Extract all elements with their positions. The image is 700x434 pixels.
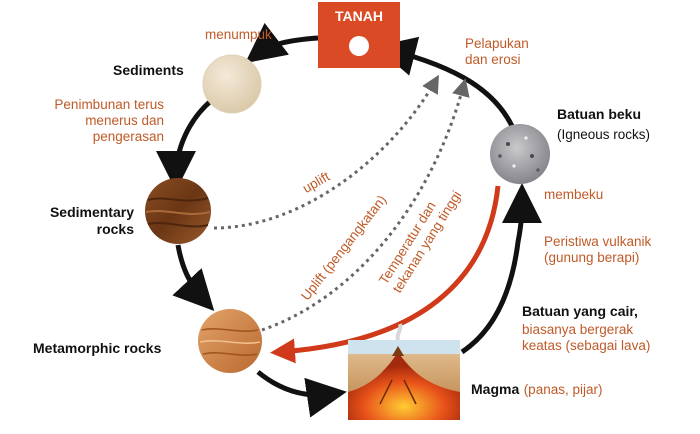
sedimentary-rocks-line1: Sedimentary (49, 204, 134, 220)
arrow-tanah-to-sediments (245, 22, 319, 64)
arrow-temperature-pressure (270, 185, 501, 364)
arrow-magma-to-igneous (460, 183, 542, 355)
sedimentary-rock-image (145, 178, 211, 244)
bergerak-keatas-label: biasanya bergerak keatas (sebagai lava) (522, 322, 650, 354)
arrow-igneous-to-tanah (375, 36, 515, 128)
magma-label: Magma (471, 381, 520, 397)
metamorphic-rock-image (198, 309, 262, 373)
sediments-label: Sediments (113, 62, 184, 78)
bergerak-line2: keatas (sebagai lava) (522, 337, 651, 353)
arrow-uplift-metamorphic (261, 78, 470, 332)
sedimentary-rocks-line2: rocks (96, 220, 134, 237)
penimbunan-label: Penimbunan terus menerus dan pengerasan (20, 97, 164, 145)
igneous-rocks-label: (Igneous rocks) (557, 127, 651, 142)
tanah-box: TANAH (318, 2, 400, 68)
arrow-uplift-sedimentary (213, 74, 439, 230)
menumpuk-label: menumpuk (205, 27, 272, 42)
peristiwa-line1: Peristiwa vulkanik (544, 234, 652, 249)
magma-volcano-image (348, 323, 460, 420)
pelapukan-erosi-label: Pelapukan dan erosi (465, 36, 529, 68)
metamorphic-rocks-label: Metamorphic rocks (33, 340, 162, 356)
pelapukan-line1: Pelapukan (465, 36, 529, 51)
batuan-beku-label: Batuan beku (557, 106, 642, 122)
penimbunan-line2: menerus dan (85, 112, 164, 128)
sediments-image (202, 54, 262, 114)
sedimentary-rocks-label: Sedimentary rocks (34, 204, 134, 237)
tanah-dot (349, 36, 369, 56)
arrow-sediments-to-sedimentary (156, 98, 214, 191)
arrow-metamorphic-to-magma (256, 370, 347, 418)
magma-description: (panas, pijar) (523, 382, 603, 397)
bergerak-line1: biasanya bergerak (522, 322, 634, 337)
igneous-rock-image (490, 124, 550, 184)
penimbunan-line3: pengerasan (92, 128, 164, 144)
peristiwa-vulkanik-label: Peristiwa vulkanik (gunung berapi) (544, 234, 651, 266)
batuan-cair-label: Batuan yang cair, (522, 303, 638, 319)
magma-line: Magma (panas, pijar) (471, 381, 602, 400)
membeku-label: membeku (544, 187, 604, 202)
arrow-sedimentary-to-metamorphic (172, 244, 215, 311)
pelapukan-line2: dan erosi (465, 51, 521, 67)
penimbunan-line1: Penimbunan terus (54, 97, 164, 112)
peristiwa-line2: (gunung berapi) (544, 249, 640, 265)
tanah-label: TANAH (335, 8, 383, 24)
